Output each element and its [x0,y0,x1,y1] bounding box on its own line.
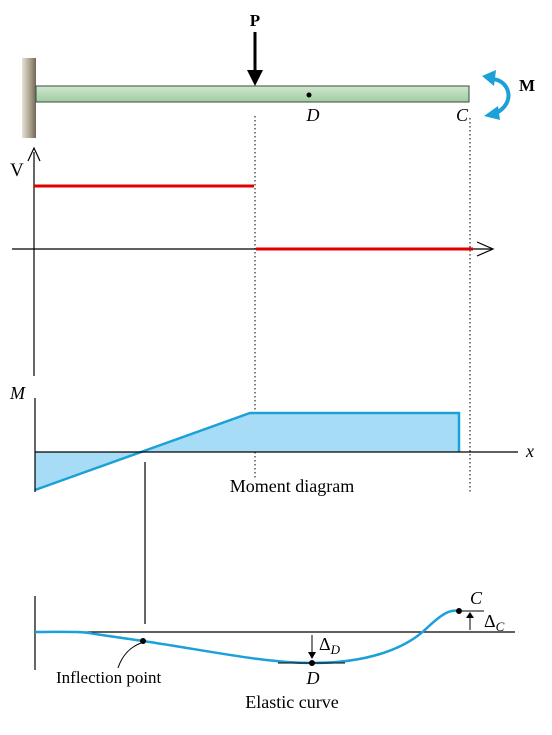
inflection-leader-line [117,642,142,669]
curve-point-d-label: D [306,668,320,688]
projection-lines [254,116,471,493]
delta-c-label: ΔC [484,611,505,634]
elastic-curve-figure: C ΔC ΔD D Inflection point Elastic curve [34,588,515,712]
elastic-curve-caption: Elastic curve [245,692,338,712]
load-arrow-p [247,32,263,86]
moment-diagram-caption: Moment diagram [230,476,354,496]
point-c-label: C [456,105,469,125]
beam [35,85,470,103]
point-d-dot [306,92,312,98]
curve-point-c-dot [456,608,462,614]
point-d-label: D [306,105,320,125]
delta-d-label: ΔD [319,634,341,657]
moment-positive-region [145,413,459,452]
beam-figure: P D C M [22,11,535,138]
curve-point-c-label: C [470,588,483,608]
moment-arrow-icon [482,70,511,120]
inflection-point-dot [140,638,146,644]
moment-x-axis-label: x [525,441,534,461]
moment-label: M [519,76,535,95]
shear-axis-label: V [10,160,24,181]
elastic-curve [34,609,460,665]
shear-diagram: V [10,146,495,376]
moment-axis-label: M [9,383,26,403]
fixed-support-wall [22,58,36,138]
moment-diagram: M x Moment diagram [9,383,534,496]
inflection-point-label: Inflection point [56,668,162,687]
load-label: P [250,11,260,30]
